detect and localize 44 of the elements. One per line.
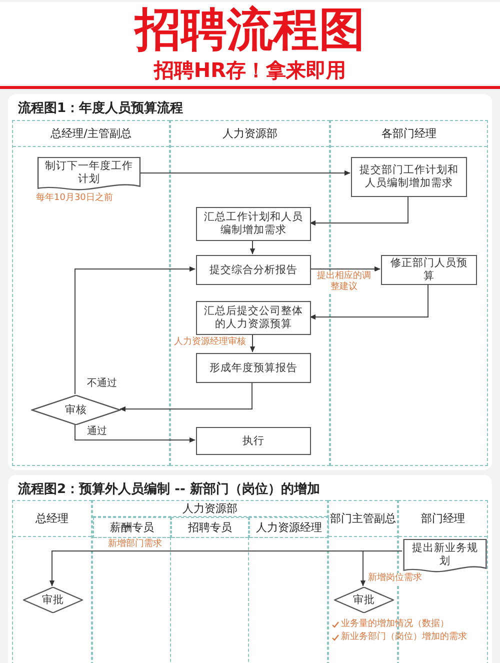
process-box: 汇总后提交公司整体的人力资源预算	[196, 301, 311, 335]
arrow	[120, 382, 252, 412]
lane-header: 各部门经理	[331, 121, 487, 147]
note-text: 新业务部门（岗位）增加的需求	[341, 632, 467, 643]
card-heading: 流程图2：预算外人员编制 -- 新部门（岗位）的增加	[18, 480, 320, 498]
lane-header: 人力资源经理	[250, 518, 328, 538]
flowchart-card	[8, 475, 492, 663]
note-text: 每年10月30日之前	[36, 193, 113, 204]
process-box: 修正部门人员预算	[381, 255, 477, 285]
arrow	[310, 196, 408, 226]
subtitle: 招聘HR存！拿来即用	[0, 56, 500, 84]
arrow	[250, 240, 256, 254]
arrow	[74, 266, 196, 394]
edge-label: 新增岗位需求	[366, 573, 424, 584]
lane-header: 部门主管副总	[329, 501, 397, 537]
flowchart-card	[8, 94, 492, 470]
edge-label: 人力资源经理审核	[172, 337, 248, 348]
document-shape: 制订下一年度工作计划	[37, 157, 141, 191]
process-box: 执行	[196, 427, 311, 455]
arrow	[310, 284, 428, 320]
lane-header: 人力资源部	[93, 501, 327, 517]
decision-diamond: 审批	[23, 587, 83, 613]
lane-header: 总经理	[13, 501, 91, 537]
lane-header: 招聘专员	[172, 518, 248, 538]
title: 招聘流程图	[0, 2, 500, 56]
arrow	[74, 424, 196, 443]
process-box: 提交综合分析报告	[196, 255, 311, 285]
note-text: 业务量的增加情况（数据）	[341, 619, 449, 630]
lane-header: 人力资源部	[171, 121, 329, 147]
decision-diamond: 审核	[31, 395, 121, 425]
lane-header: 薪酬专员	[94, 518, 170, 538]
arrow	[310, 266, 380, 272]
swimlane	[12, 500, 92, 663]
process-box: 提交部门工作计划和人员编制增加需求	[351, 157, 467, 197]
process-box: 汇总工作计划和人员编制增加需求	[196, 207, 311, 241]
card-heading: 流程图1：年度人员预算流程	[18, 100, 184, 117]
decision-diamond: 审批	[334, 587, 394, 613]
lane-header: 总经理/主管副总	[13, 121, 169, 147]
arrow	[360, 550, 402, 586]
document-shape: 提出新业务规划	[403, 539, 487, 573]
arrow	[250, 334, 256, 352]
lane-header: 部门经理	[399, 501, 487, 537]
process-box: 形成年度预算报告	[196, 353, 311, 383]
arrow	[140, 170, 350, 176]
